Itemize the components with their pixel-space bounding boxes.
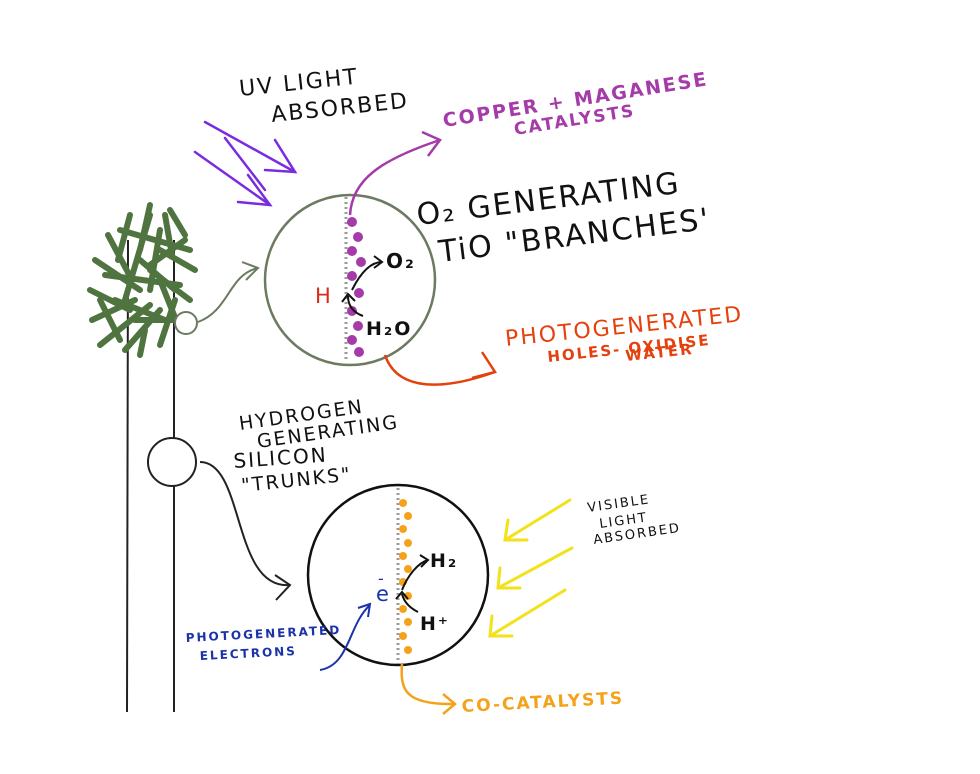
- branch-zoom-arrowhead: [241, 261, 260, 281]
- trunk-zoom-arrow: [199, 461, 291, 587]
- h2o-reaction-arrowhead: [341, 292, 356, 303]
- h2o-reaction-arrow: [347, 295, 364, 317]
- trunk-zoom-arrowhead: [274, 574, 292, 601]
- silicon-trunk-circle: [306, 483, 490, 667]
- o2-product-label: O₂: [386, 249, 416, 273]
- electron-bar: -: [378, 569, 386, 588]
- visible-label-line2: LIGHT: [598, 510, 648, 532]
- hplus-reactant-label: H⁺: [420, 613, 450, 635]
- copper-catalyst-arrow: [348, 138, 441, 216]
- o2-reaction-arrowhead: [373, 255, 384, 269]
- tio-branch-circle: [263, 193, 437, 367]
- cocatalyst-arrowhead: [442, 693, 457, 715]
- h2-product-label: H₂: [430, 550, 458, 572]
- branch-zoom-arrow: [197, 267, 259, 323]
- h-hole-label: H: [315, 284, 333, 308]
- h2o-reactant-label: H₂O: [366, 318, 412, 340]
- cocatalyst-arrow: [400, 663, 456, 706]
- h2-reaction-arrow: [401, 559, 429, 591]
- uv-light-arrows: [193, 120, 298, 207]
- copper-catalyst-arrowhead: [421, 130, 442, 157]
- silicon-cocatalyst-dots: [399, 499, 412, 654]
- h2-reaction-arrowhead: [419, 554, 430, 568]
- electrons-label-line2: ELECTRONS: [199, 644, 297, 663]
- hplus-reaction-arrowhead: [395, 590, 409, 600]
- cocatalysts-label: CO-CATALYSTS: [461, 689, 624, 717]
- electron-label: e: [376, 582, 391, 606]
- electrons-label-line1: PHOTOGENERATED: [185, 623, 341, 645]
- tree-branch-marker: [174, 311, 198, 335]
- electrons-arrow: [319, 604, 371, 671]
- holes-arrow: [383, 354, 496, 386]
- tio-catalyst-dots: [347, 217, 366, 357]
- tree-trunk-marker: [147, 437, 197, 487]
- electrons-arrowhead: [357, 602, 372, 618]
- hplus-reaction-arrow: [401, 593, 419, 613]
- o2-reaction-arrow: [351, 261, 383, 291]
- visible-light-arrows: [488, 498, 574, 638]
- holes-arrowhead: [471, 351, 497, 380]
